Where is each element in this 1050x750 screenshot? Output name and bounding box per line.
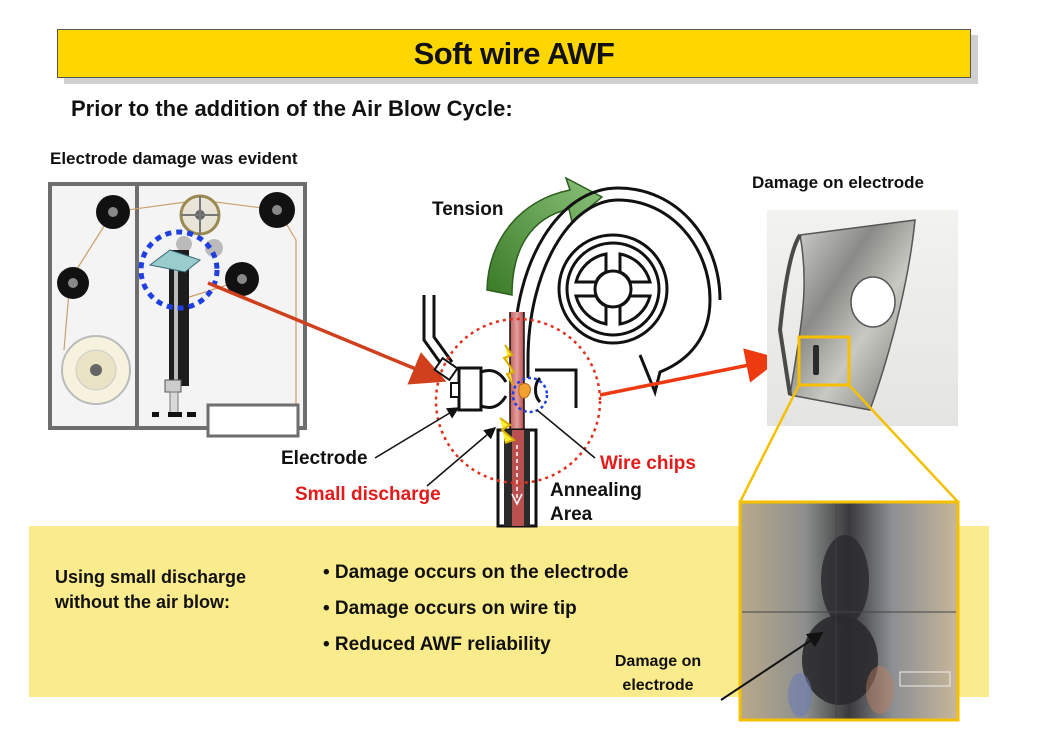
zoom-photo [720, 500, 960, 722]
zoom-caption-line1: Damage on [614, 653, 702, 670]
callout-arrow-left [207, 281, 447, 385]
zoom-caption: Damage on electrode [598, 650, 718, 698]
summary-condition-line1: Using small discharge [55, 567, 247, 587]
wire-chips-label: Wire chips [600, 453, 696, 474]
bullet-item: • Reduced AWF reliability [323, 634, 551, 655]
awf-schematic [374, 176, 722, 528]
bullet-item: • Damage occurs on the electrode [323, 562, 629, 583]
electrode-label: Electrode [281, 448, 368, 469]
summary-condition: Using small discharge without the air bl… [55, 565, 246, 615]
right-heading: Damage on electrode [752, 173, 924, 192]
callout-arrow-right [599, 348, 781, 397]
title-bar: Soft wire AWF [57, 29, 971, 78]
annealing-line1: Annealing [550, 480, 642, 501]
annealing-line2: Area [550, 504, 593, 525]
annealing-area-label: Annealing Area [550, 479, 642, 527]
summary-condition-line2: without the air blow: [55, 592, 230, 612]
page-title: Soft wire AWF [413, 36, 615, 71]
zoom-caption-line2: electrode [622, 677, 694, 694]
machine-photo [48, 182, 307, 438]
small-discharge-label: Small discharge [295, 484, 441, 505]
summary-bullets: • Damage occurs on the electrode • Damag… [323, 560, 628, 668]
subtitle: Prior to the addition of the Air Blow Cy… [71, 96, 513, 121]
tension-label: Tension [432, 199, 504, 220]
left-heading: Electrode damage was evident [50, 149, 298, 168]
electrode-photo [738, 210, 959, 503]
bullet-item: • Damage occurs on wire tip [323, 598, 577, 619]
